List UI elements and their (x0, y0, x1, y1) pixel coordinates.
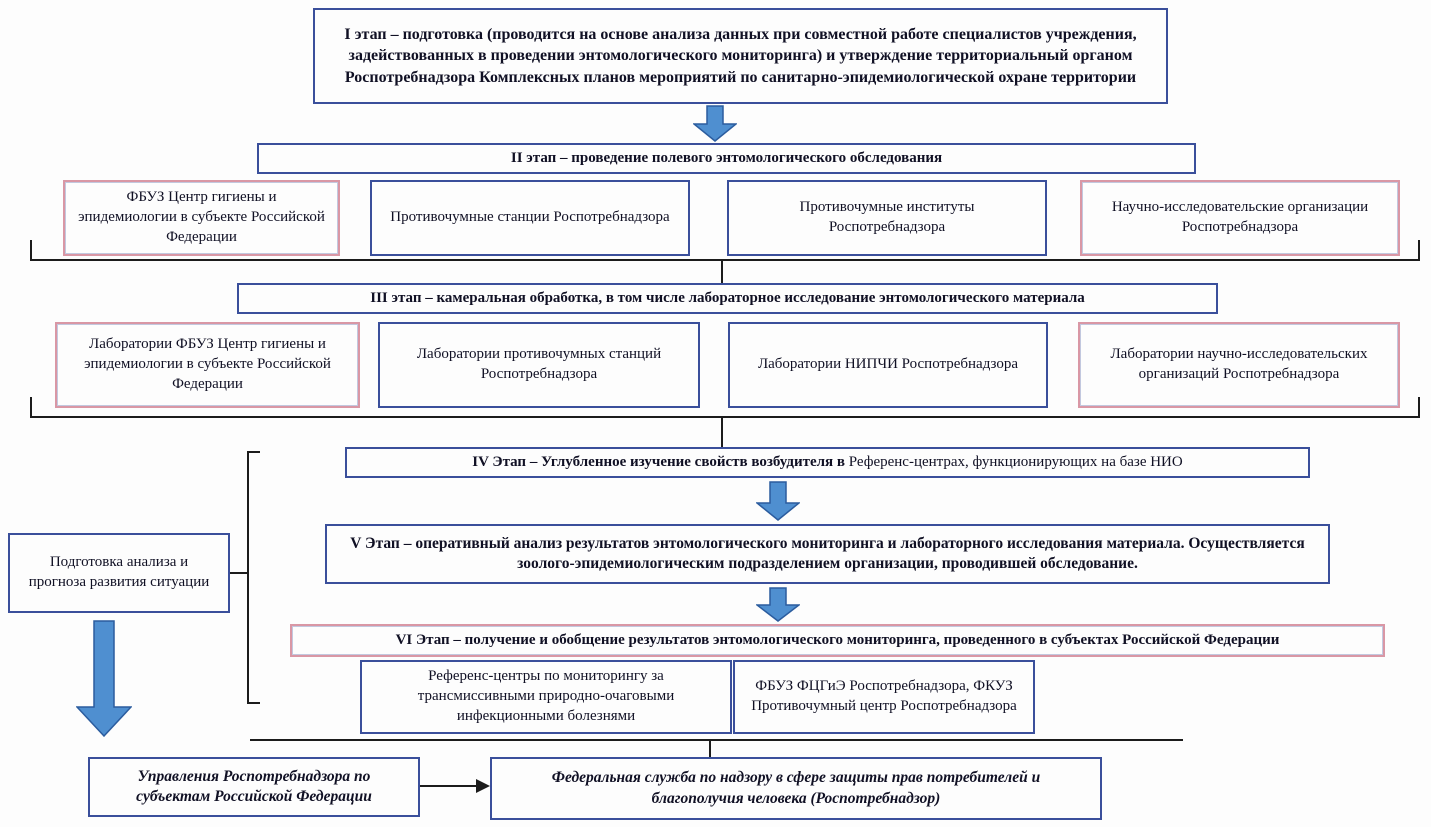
org-plague-institutes-box: Противочумные институты Роспотребнадзора (727, 180, 1047, 256)
reference-centers-box: Референс-центры по мониторингу за трансм… (360, 660, 732, 734)
stage-3-box: III этап – камеральная обработка, в том … (237, 283, 1218, 314)
down-arrow-icon (756, 587, 800, 622)
lab-research-box: Лаборатории научно-исследовательских орг… (1078, 322, 1400, 408)
analysis-forecast-box: Подготовка анализа и прогноза развития с… (8, 533, 230, 613)
org-fbuz-box: ФБУЗ Центр гигиены и эпидемиологии в суб… (63, 180, 340, 256)
down-arrow-icon (756, 481, 800, 521)
connector-to-rospotrebnadzor (709, 741, 711, 757)
stage-6-box: VI Этап – получение и обобщение результа… (290, 624, 1385, 657)
connector-row2-to-stage4 (721, 418, 723, 447)
bracket-row2 (30, 397, 1420, 418)
stage-4-bold-text: IV Этап – Углубленное изучение свойств в… (472, 453, 849, 470)
down-arrow-icon (76, 620, 132, 737)
arrow-shaft (420, 785, 476, 787)
right-arrow-icon (476, 779, 490, 793)
regional-directorates-box: Управления Роспотребнадзора по субъектам… (88, 757, 420, 817)
stage-5-box: V Этап – оперативный анализ результатов … (325, 524, 1330, 584)
connector-row1-to-stage3 (721, 261, 723, 283)
stage-1-box: I этап – подготовка (проводится на основ… (313, 8, 1168, 104)
bracket-stages-4-6 (247, 451, 260, 704)
collector-line (250, 739, 1183, 741)
lab-plague-stations-box: Лаборатории противочумных станций Роспот… (378, 322, 700, 408)
fcgie-box: ФБУЗ ФЦГиЭ Роспотребнадзора, ФКУЗ Против… (733, 660, 1035, 734)
down-arrow-icon (693, 105, 737, 142)
bracket-row1 (30, 240, 1420, 261)
stage-4-box: IV Этап – Углубленное изучение свойств в… (345, 447, 1310, 478)
org-plague-stations-box: Противочумные станции Роспотребнадзора (370, 180, 690, 256)
connector-bracket-to-side-box (230, 572, 247, 574)
stage-2-box: II этап – проведение полевого энтомологи… (257, 143, 1196, 174)
lab-nipchi-box: Лаборатории НИПЧИ Роспотребнадзора (728, 322, 1048, 408)
federal-service-box: Федеральная служба по надзору в сфере за… (490, 757, 1102, 820)
stage-4-rest-text: Референс-центрах, функционирующих на баз… (848, 453, 1183, 470)
org-research-box: Научно-исследовательские организации Рос… (1080, 180, 1400, 256)
lab-fbuz-box: Лаборатории ФБУЗ Центр гигиены и эпидеми… (55, 322, 360, 408)
